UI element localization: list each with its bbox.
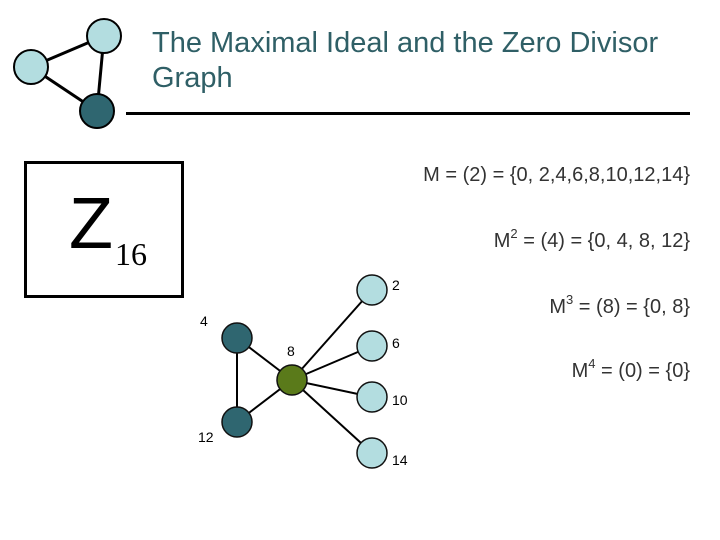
node-label-4: 4 bbox=[200, 313, 208, 329]
ideal-m2: M2 = (4) = {0, 4, 8, 12} bbox=[493, 226, 690, 252]
ring-subscript: 16 bbox=[115, 236, 147, 272]
node-label-12: 12 bbox=[198, 429, 214, 445]
ideal-m4: M4 = (0) = {0} bbox=[571, 356, 690, 382]
logo-node-bottom bbox=[79, 93, 115, 129]
node-label-14: 14 bbox=[392, 452, 408, 468]
node-label-6: 6 bbox=[392, 335, 400, 351]
node-label-8: 8 bbox=[287, 343, 295, 359]
node-2 bbox=[356, 274, 388, 306]
graph-labels: 2 4 6 8 10 12 14 bbox=[198, 277, 408, 468]
logo-node-top bbox=[86, 18, 122, 54]
slide-title: The Maximal Ideal and the Zero Divisor G… bbox=[152, 27, 659, 94]
node-14 bbox=[356, 437, 388, 469]
node-label-2: 2 bbox=[392, 277, 400, 293]
node-8 bbox=[276, 364, 308, 396]
node-6 bbox=[356, 330, 388, 362]
title-underline bbox=[126, 112, 690, 115]
ring-box: Z 16 bbox=[24, 161, 184, 298]
logo-node-left bbox=[13, 49, 49, 85]
logo-graph-icon bbox=[13, 18, 122, 129]
edge-8-2 bbox=[291, 289, 373, 381]
ring-symbol: Z bbox=[69, 184, 113, 264]
graph-nodes bbox=[221, 274, 388, 469]
node-10 bbox=[356, 381, 388, 413]
node-12 bbox=[221, 406, 253, 438]
ideal-m1: M = (2) = {0, 2,4,6,8,10,12,14} bbox=[423, 164, 690, 186]
ideal-m3: M3 = (8) = {0, 8} bbox=[549, 292, 690, 318]
edge-8-14 bbox=[291, 379, 373, 454]
node-label-10: 10 bbox=[392, 392, 408, 408]
node-4 bbox=[221, 322, 253, 354]
